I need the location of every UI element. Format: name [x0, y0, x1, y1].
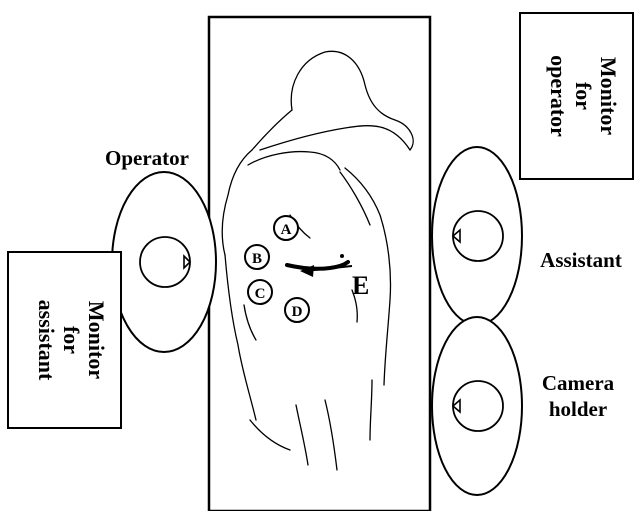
monitor-operator-line3: operator [546, 55, 571, 137]
camera-holder-label-line1: Camera [542, 371, 615, 395]
assistant-figure [432, 147, 522, 325]
camera-holder-label-line2: holder [549, 397, 607, 421]
port-c: C [248, 280, 272, 304]
camera-holder-figure [432, 317, 522, 495]
port-label-c: C [255, 286, 266, 302]
port-label-e: E [352, 271, 369, 300]
port-d: D [285, 298, 309, 322]
monitor-operator-line1: Monitor [596, 57, 621, 135]
port-label-a: A [281, 222, 292, 238]
operator-label: Operator [105, 146, 189, 170]
operating-table [209, 17, 430, 511]
port-label-b: B [252, 251, 262, 267]
monitor-operator-line2: for [571, 82, 596, 110]
port-a: A [274, 216, 298, 240]
monitor-assistant-line2: for [59, 326, 84, 354]
monitor-assistant-line3: assistant [34, 300, 59, 381]
assistant-label: Assistant [540, 248, 622, 272]
port-label-d: D [292, 304, 303, 320]
monitor-assistant-line1: Monitor [84, 301, 109, 379]
operator-figure [112, 172, 216, 352]
port-b: B [245, 245, 269, 269]
